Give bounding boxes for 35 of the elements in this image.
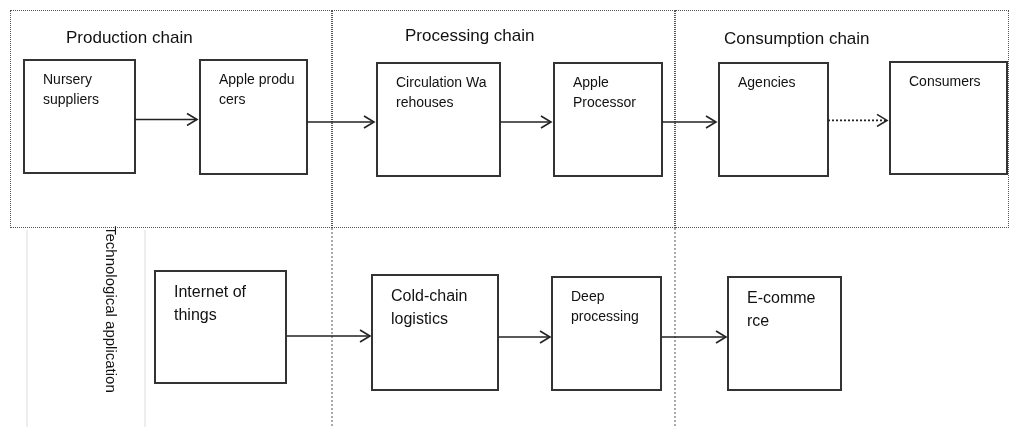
band-heading: Processing chain	[404, 25, 535, 47]
arrow	[661, 330, 727, 344]
process-box	[154, 270, 287, 384]
process-box	[371, 274, 499, 391]
process-box	[727, 276, 842, 391]
process-box	[23, 59, 136, 174]
arrow	[827, 113, 888, 128]
chain-band	[675, 10, 1009, 228]
box-label: Deep processing	[571, 287, 640, 327]
box-label: Agencies	[738, 73, 797, 92]
arrow	[286, 329, 371, 343]
arrow	[498, 330, 551, 344]
box-label: Circulation Warehouses	[396, 73, 488, 113]
arrow	[661, 115, 717, 129]
process-box	[553, 62, 663, 177]
arrow	[306, 115, 375, 129]
process-box	[889, 61, 1008, 175]
band-heading: Consumption chain	[723, 28, 870, 50]
band-heading: Production chain	[65, 27, 193, 49]
box-label: Apple producers	[219, 70, 296, 110]
process-box	[718, 62, 829, 177]
row-heading: Technological application	[104, 226, 119, 395]
arrow	[134, 112, 198, 127]
box-label: E-commerce	[747, 288, 817, 332]
chain-band	[332, 10, 675, 228]
arrow	[499, 115, 552, 129]
box-label: Cold-chain logistics	[391, 286, 469, 330]
box-label: Nursery suppliers	[43, 70, 101, 110]
box-label: Internet of things	[174, 282, 248, 326]
box-label: Apple Processor	[573, 73, 638, 113]
process-box	[551, 276, 662, 391]
box-label: Consumers	[909, 72, 982, 91]
chain-band	[10, 10, 332, 228]
process-box	[199, 59, 308, 175]
process-box	[376, 62, 501, 177]
